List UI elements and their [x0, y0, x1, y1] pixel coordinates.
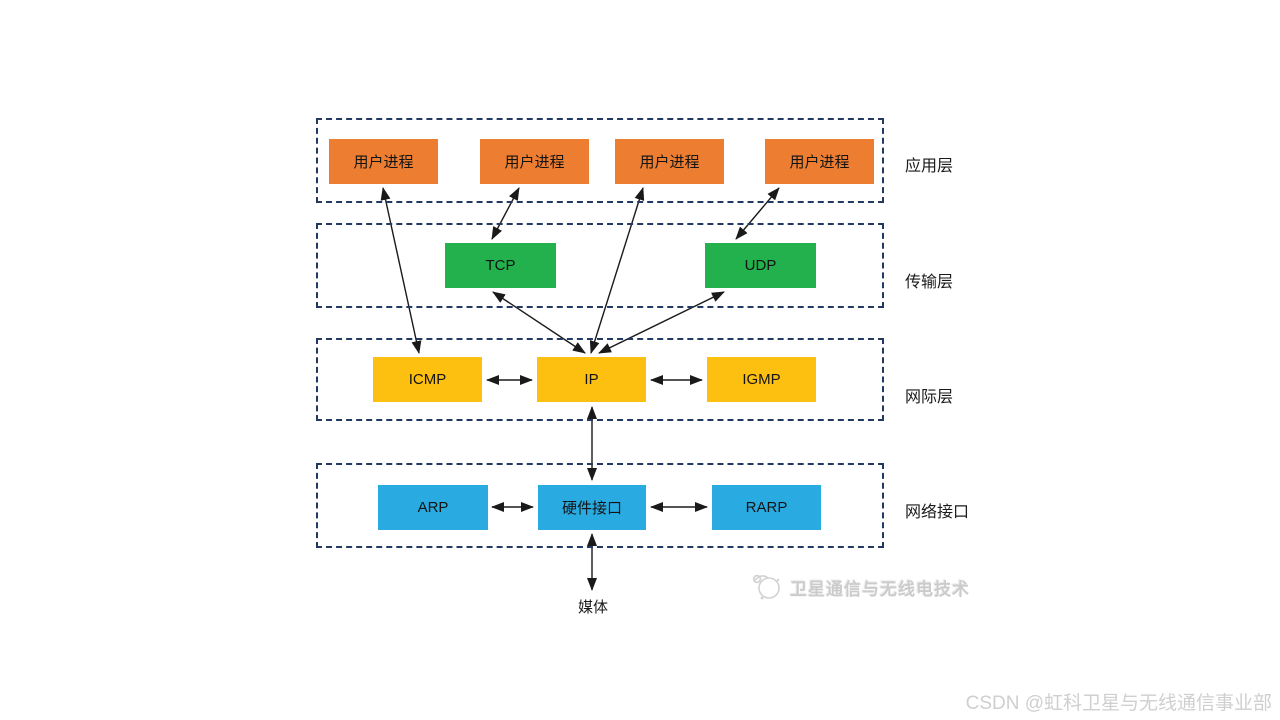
layer-label-transport: 传输层: [905, 274, 954, 291]
box-igmp: IGMP: [707, 357, 816, 402]
box-tcp: TCP: [445, 243, 556, 288]
watermark: 卫星通信与无线电技术: [750, 572, 970, 602]
box-user-process-3: 用户进程: [615, 139, 724, 184]
box-label: RARP: [745, 499, 788, 516]
globe-sketch-icon: [752, 574, 780, 600]
box-user-process-1: 用户进程: [329, 139, 438, 184]
box-label: ARP: [417, 499, 449, 516]
layer-frame-application: [316, 118, 884, 203]
box-user-process-4: 用户进程: [765, 139, 874, 184]
box-arp: ARP: [378, 485, 488, 530]
box-label: TCP: [485, 257, 516, 274]
box-label: UDP: [744, 257, 777, 274]
watermark-text: 卫星通信与无线电技术: [790, 579, 970, 599]
box-label: 用户进程: [504, 154, 565, 171]
box-label: IGMP: [742, 371, 781, 388]
layer-label-application: 应用层: [905, 158, 954, 175]
box-rarp: RARP: [712, 485, 821, 530]
box-hardware-interface: 硬件接口: [538, 485, 646, 530]
layer-label-network-interface: 网络接口: [905, 504, 970, 521]
box-udp: UDP: [705, 243, 816, 288]
layer-frame-internet: [316, 338, 884, 421]
box-label: 硬件接口: [561, 500, 622, 517]
csdn-credit: CSDN @虹科卫星与无线通信事业部: [965, 693, 1272, 714]
box-user-process-2: 用户进程: [480, 139, 589, 184]
box-label: 用户进程: [639, 154, 700, 171]
media-label: 媒体: [577, 599, 608, 616]
box-label: IP: [584, 371, 599, 388]
box-label: 用户进程: [353, 154, 414, 171]
box-ip: IP: [537, 357, 646, 402]
layer-label-internet: 网际层: [905, 389, 954, 406]
box-label: ICMP: [408, 371, 447, 388]
box-icmp: ICMP: [373, 357, 482, 402]
layer-frame-network-interface: [316, 463, 884, 548]
layer-frame-transport: [316, 223, 884, 308]
box-label: 用户进程: [789, 154, 850, 171]
